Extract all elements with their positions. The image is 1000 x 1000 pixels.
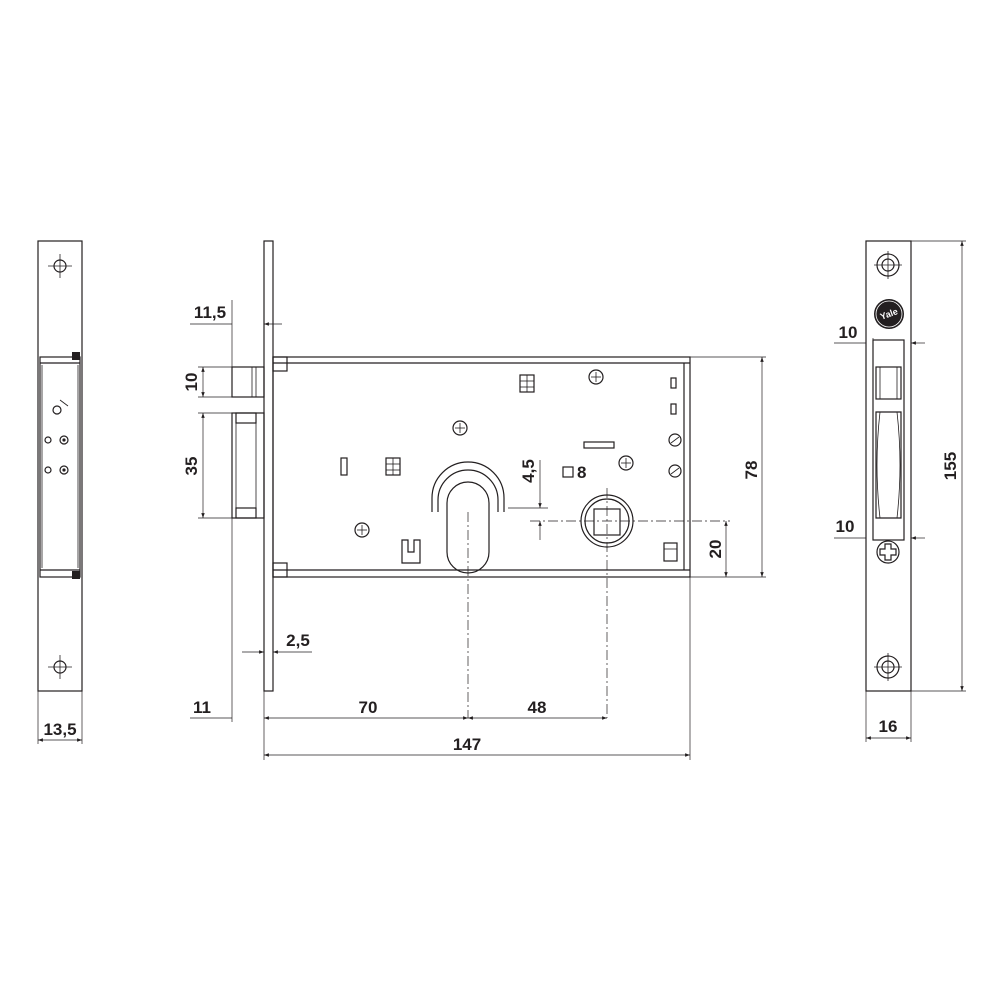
strike-plate-view: Yale 10 10 15 — [834, 240, 966, 742]
screw-icon — [354, 522, 370, 538]
yale-logo: Yale — [874, 299, 904, 329]
dim-faceplate-thickness: 2,5 — [286, 631, 310, 650]
dim-strike-width: 16 — [879, 717, 898, 736]
screw-icon — [452, 420, 468, 436]
lock-body-side — [39, 356, 81, 578]
strike-plate — [865, 240, 912, 692]
screw-icon — [668, 464, 682, 478]
screw-icon — [618, 455, 634, 471]
dim-strike-height: 155 — [941, 452, 960, 480]
latch — [231, 366, 265, 398]
phillips-screw-icon — [876, 540, 900, 564]
screw-icon — [668, 433, 682, 447]
bolt-pocket — [875, 411, 902, 519]
dim-bolt-height: 35 — [182, 457, 201, 476]
strike-opening — [872, 339, 905, 541]
dim-cylinder-to-spindle: 20 — [706, 540, 725, 559]
dim-backset-front: 11 — [193, 698, 211, 717]
dim-spindle-offset: 4,5 — [519, 459, 538, 483]
square-icon — [562, 466, 574, 478]
dim-spindle-square: 8 — [577, 463, 586, 482]
dim-latch-height: 10 — [182, 373, 201, 392]
screw-hole-icon — [874, 251, 902, 279]
cylinder-hole — [446, 481, 490, 574]
dim-strike-latch: 10 — [839, 323, 858, 342]
dim-faceplate-offset: 11,5 — [194, 303, 226, 322]
tab-top — [72, 352, 80, 360]
front-view: 11,5 10 35 2,5 11 70 48 147 4,5 — [182, 240, 766, 760]
screw-hole-icon — [48, 254, 72, 278]
cylinder-housing — [431, 461, 505, 512]
tab-bottom — [72, 571, 80, 579]
dim-strike-bolt: 10 — [836, 517, 855, 536]
bolt — [231, 412, 265, 519]
screw-icon — [588, 369, 604, 385]
lock-body — [272, 356, 691, 578]
faceplate — [263, 240, 274, 692]
latch-pocket — [875, 366, 902, 400]
dim-body-height: 78 — [742, 461, 761, 480]
faceplate-outline — [37, 240, 83, 692]
dim-side-width: 13,5 — [43, 720, 76, 739]
dim-backset: 70 — [359, 698, 378, 717]
dim-spindle-to-cylinder: 48 — [528, 698, 547, 717]
side-view: 13,5 — [37, 240, 83, 744]
detail-circle — [52, 405, 62, 415]
dim-body-length: 147 — [453, 735, 481, 754]
screw-hole-icon — [48, 655, 72, 679]
screw-hole-icon — [874, 653, 902, 681]
